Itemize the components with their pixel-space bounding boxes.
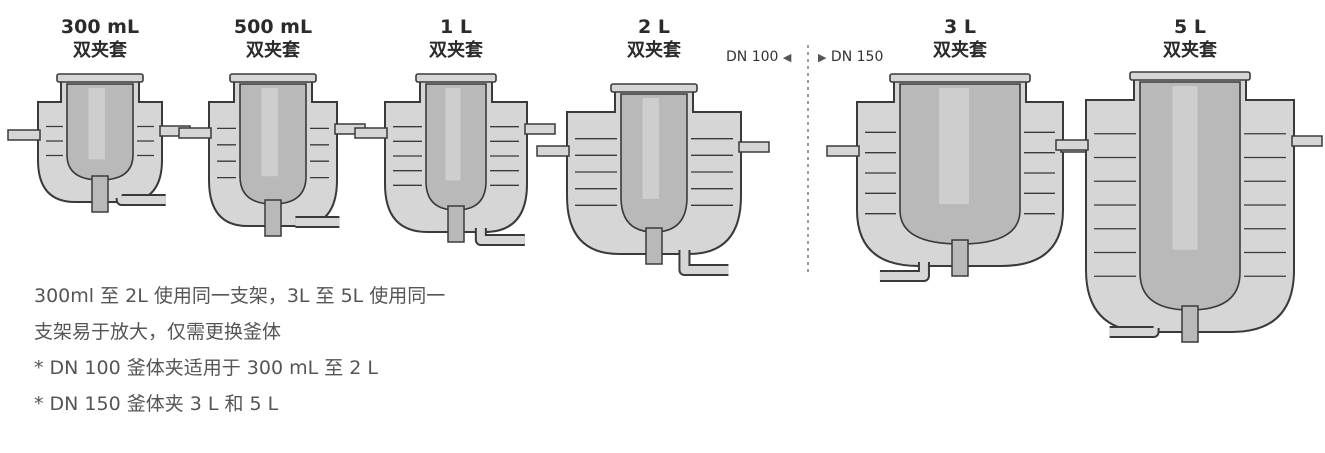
vessel-4 <box>536 83 770 276</box>
glass-highlight <box>1172 86 1198 250</box>
outlet-pipe <box>680 250 729 274</box>
outlet-pipe <box>117 196 166 204</box>
vessel-size: 1 L <box>440 16 472 38</box>
vessel-label-1l: 1 L 双夹套 <box>386 16 526 62</box>
note-line-3: * DN 100 釜体夹适用于 300 mL 至 2 L <box>34 357 378 379</box>
outlet-pipe <box>1109 328 1158 336</box>
inlet-port-left <box>826 145 860 157</box>
notes-block: 300ml 至 2L 使用同一支架，3L 至 5L 使用同一 支架易于放大，仅需… <box>34 278 445 422</box>
glass-highlight <box>261 88 278 177</box>
vessel-size: 500 mL <box>233 16 313 38</box>
note-line-1: 300ml 至 2L 使用同一支架，3L 至 5L 使用同一 <box>34 285 446 307</box>
vessel-2 <box>178 73 366 237</box>
rim-flange <box>229 73 317 83</box>
right-arrow-icon: ▶ <box>818 51 827 64</box>
dn-100-text: DN 100 <box>726 49 779 65</box>
dn-100-label: DN 100 ◀ <box>726 49 791 65</box>
rim-flange <box>610 83 698 93</box>
vessel-type: 双夹套 <box>933 40 987 61</box>
dn-150-label: ▶ DN 150 <box>818 49 883 65</box>
vessel-5 <box>826 73 1092 282</box>
vessel-label-300ml: 300 mL 双夹套 <box>30 16 170 62</box>
glass-highlight <box>939 88 969 205</box>
bottom-drain <box>91 175 109 213</box>
rim-flange <box>1129 71 1251 81</box>
note-line-4: * DN 150 釜体夹 3 L 和 5 L <box>34 393 279 415</box>
vessel-size: 300 mL <box>60 16 140 38</box>
vessel-type: 双夹套 <box>73 40 127 61</box>
bottom-drain <box>645 227 663 265</box>
vessel-type: 双夹套 <box>1163 40 1217 61</box>
glass-highlight <box>88 88 105 160</box>
inlet-port-right <box>738 141 770 153</box>
vessel-size: 3 L <box>944 16 976 38</box>
inlet-port-left <box>536 145 570 157</box>
inlet-port-left <box>1055 139 1089 151</box>
rim-flange <box>889 73 1031 83</box>
bottom-drain <box>1181 305 1199 343</box>
inlet-port-left <box>354 127 388 139</box>
vessel-type: 双夹套 <box>246 40 300 61</box>
bottom-drain <box>264 199 282 237</box>
rim-flange <box>415 73 497 83</box>
outlet-pipe <box>879 262 928 280</box>
vessel-label-500ml: 500 mL 双夹套 <box>203 16 343 62</box>
note-line-2: 支架易于放大，仅需更换釜体 <box>34 321 282 343</box>
vessel-label-3l: 3 L 双夹套 <box>890 16 1030 62</box>
glass-highlight <box>445 88 461 181</box>
outlet-pipe <box>476 228 525 244</box>
bottom-drain <box>447 205 465 243</box>
dn-150-text: DN 150 <box>830 49 884 65</box>
inlet-port-right <box>524 123 556 135</box>
glass-highlight <box>642 98 659 199</box>
vessel-6 <box>1055 71 1323 343</box>
vessel-label-5l: 5 L 双夹套 <box>1120 16 1260 62</box>
vessel-type: 双夹套 <box>627 40 681 61</box>
vessel-1 <box>7 73 191 213</box>
inlet-port-left <box>7 129 41 141</box>
inlet-port-right <box>1291 135 1323 147</box>
vessel-3 <box>354 73 556 246</box>
bottom-drain <box>951 239 969 277</box>
vessel-type: 双夹套 <box>429 40 483 61</box>
vessel-label-2l: 2 L 双夹套 <box>584 16 724 62</box>
vessel-size: 2 L <box>638 16 670 38</box>
left-arrow-icon: ◀ <box>782 51 792 64</box>
rim-flange <box>56 73 144 83</box>
vessel-size: 5 L <box>1174 16 1206 38</box>
inlet-port-left <box>178 127 212 139</box>
